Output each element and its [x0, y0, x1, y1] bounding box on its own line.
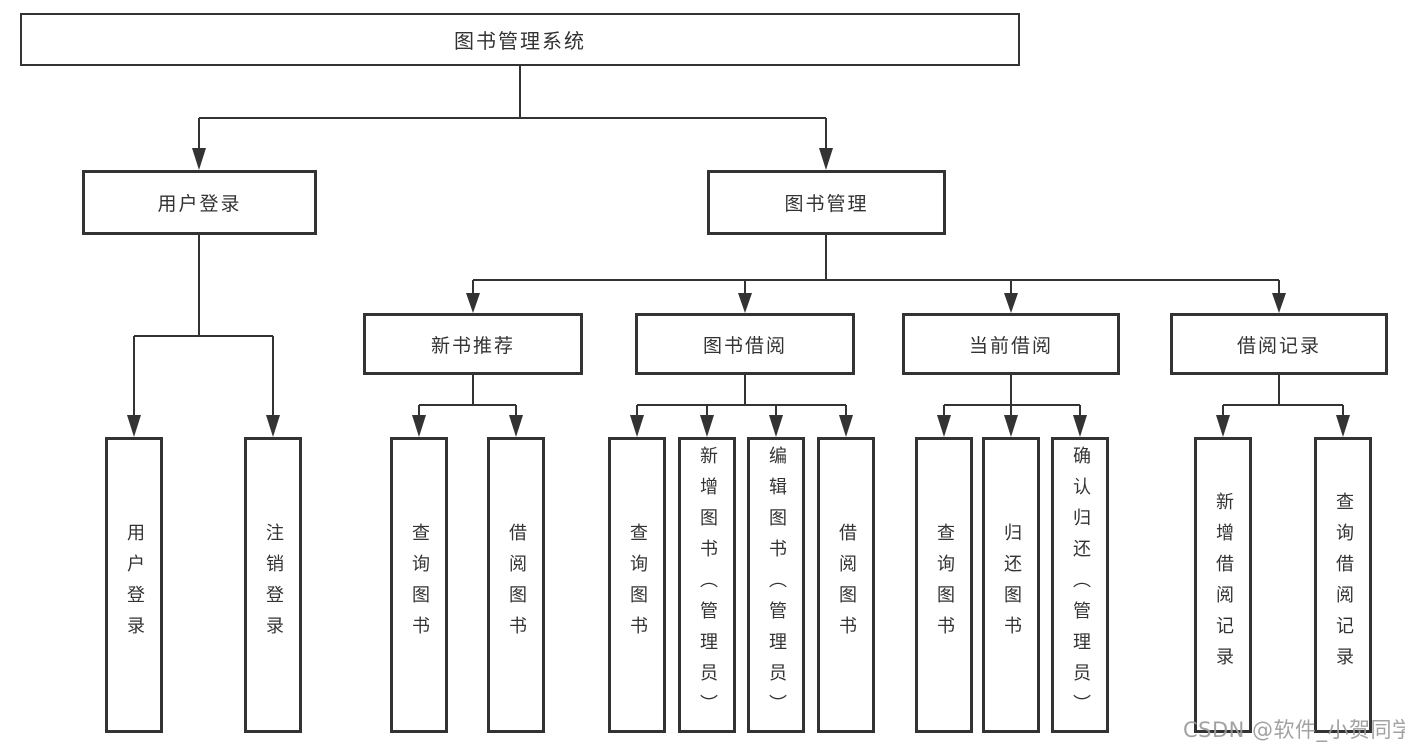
arrowheads: [127, 148, 1350, 437]
node-label: 图书借阅: [702, 334, 787, 357]
leaf-edit-books-admin: 编辑图书（管理员）: [747, 437, 805, 733]
leaf-label: 归还图书: [1001, 523, 1022, 647]
leaf-label: 编辑图书（管理员）: [766, 445, 787, 725]
leaf-label: 查询图书: [934, 523, 955, 647]
leaf-confirm-return-admin: 确认归还（管理员）: [1051, 437, 1109, 733]
leaf-label: 注销登录: [263, 523, 284, 647]
leaf-query-books-3: 查询图书: [915, 437, 973, 733]
leaf-label: 查询借阅记录: [1333, 492, 1354, 678]
leaf-add-books-admin: 新增图书（管理员）: [678, 437, 736, 733]
node-label: 新书推荐: [430, 334, 515, 357]
leaf-return-books: 归还图书: [982, 437, 1040, 733]
leaf-label: 查询图书: [627, 523, 648, 647]
node-current-borrow: 当前借阅: [902, 313, 1120, 375]
node-root-system: 图书管理系统: [20, 13, 1020, 66]
node-label: 用户登录: [157, 193, 242, 215]
leaf-label: 查询图书: [409, 523, 430, 647]
leaf-borrow-books-1: 借阅图书: [487, 437, 545, 733]
leaf-label: 借阅图书: [506, 523, 527, 647]
leaf-query-borrow-record: 查询借阅记录: [1314, 437, 1372, 733]
node-book-management-module: 图书管理: [707, 170, 946, 235]
node-label: 图书管理: [784, 193, 869, 215]
node-book-borrow: 图书借阅: [635, 313, 855, 375]
leaf-logout: 注销登录: [244, 437, 302, 733]
leaf-user-login: 用户登录: [105, 437, 163, 733]
leaf-query-books-2: 查询图书: [608, 437, 666, 733]
node-borrow-records: 借阅记录: [1170, 313, 1388, 375]
node-label: 当前借阅: [968, 334, 1053, 357]
leaf-query-books-1: 查询图书: [390, 437, 448, 733]
leaf-label: 新增图书（管理员）: [697, 445, 718, 725]
leaf-label: 借阅图书: [836, 523, 857, 647]
leaf-add-borrow-record: 新增借阅记录: [1194, 437, 1252, 733]
leaf-label: 确认归还（管理员）: [1070, 445, 1091, 725]
leaf-label: 新增借阅记录: [1213, 492, 1234, 678]
leaf-borrow-books-2: 借阅图书: [817, 437, 875, 733]
node-root-label: 图书管理系统: [454, 29, 586, 53]
node-user-login-module: 用户登录: [82, 170, 317, 235]
leaf-label: 用户登录: [124, 523, 145, 647]
node-new-book-recommend: 新书推荐: [363, 313, 583, 375]
csdn-watermark: CSDN @软件_小贺同学: [1183, 718, 1405, 742]
node-label: 借阅记录: [1236, 334, 1321, 357]
